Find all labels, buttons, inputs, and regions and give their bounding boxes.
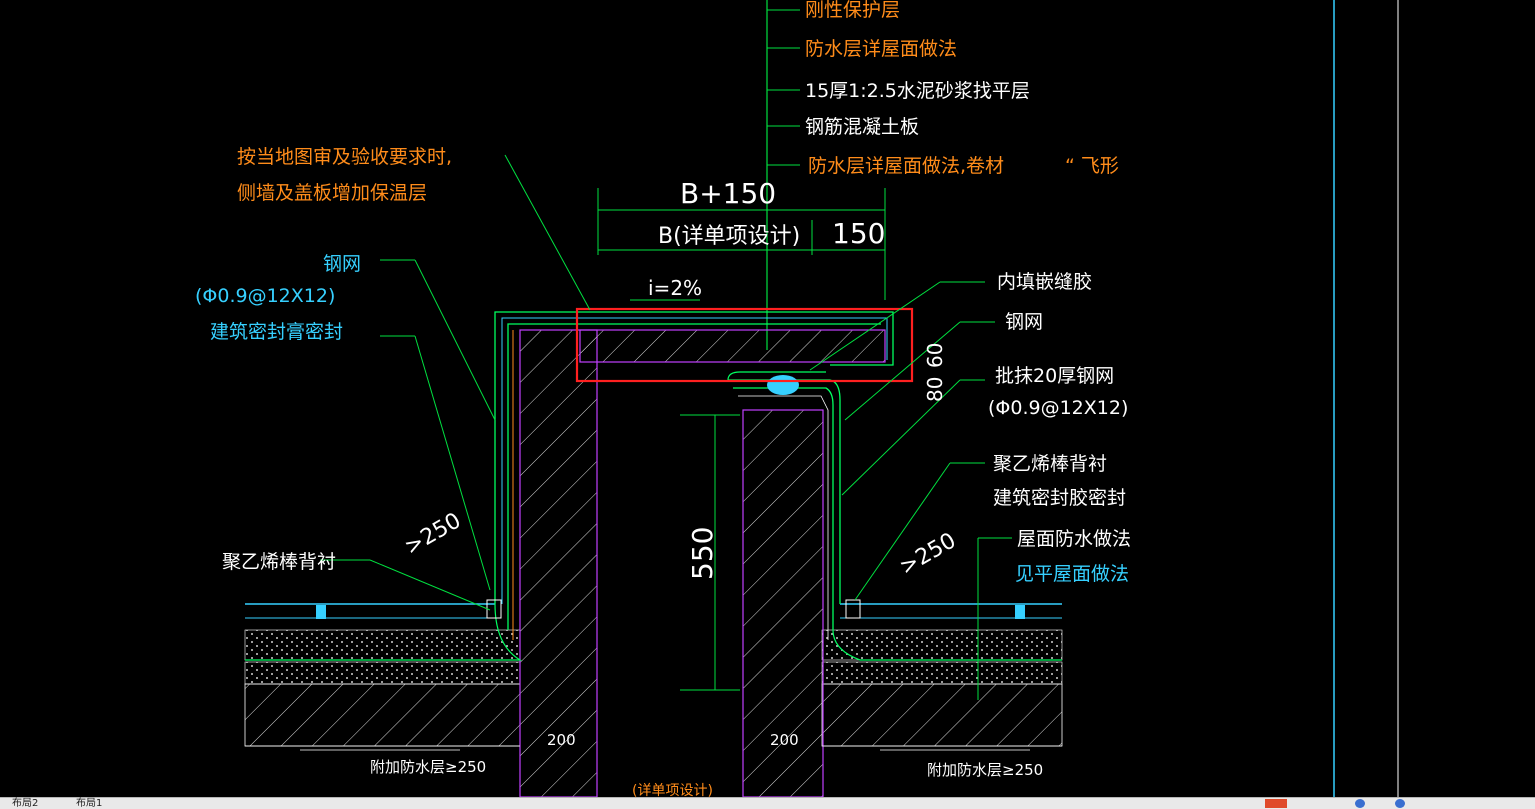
label-filler: 内填嵌缝胶	[997, 271, 1092, 293]
highlight-box	[575, 307, 914, 383]
label-waterproof-roof: 防水层详屋面做法	[805, 38, 957, 60]
status-icon[interactable]	[1355, 799, 1365, 808]
label-omega-shape: “ 飞形	[1065, 155, 1119, 177]
label-pe-rod-left: 聚乙烯棒背衬	[222, 551, 336, 573]
right-wall	[742, 409, 824, 798]
note-bottom: (详单项设计)	[632, 783, 713, 797]
label-rc-slab: 钢筋混凝土板	[805, 116, 919, 138]
label-sealant-left: 建筑密封膏密封	[210, 320, 343, 343]
backer-rod	[767, 375, 799, 395]
label-mesh-spec-left: (Φ0.9@12X12)	[195, 285, 335, 307]
label-mesh-spec-right: (Φ0.9@12X12)	[988, 397, 1128, 419]
status-tray	[1265, 799, 1525, 808]
label-steel-mesh-left: 钢网	[323, 253, 361, 275]
label-see-roof: 见平屋面做法	[1015, 563, 1129, 585]
status-icon[interactable]	[1395, 799, 1405, 808]
label-steel-mesh-right: 钢网	[1005, 311, 1043, 333]
dim-slope: i=2%	[648, 276, 702, 300]
dim-wall-right: 200	[770, 731, 799, 749]
label-insulation-2: 侧墙及盖板增加保温层	[237, 182, 427, 204]
tab-layout-2[interactable]: 布局2	[12, 798, 39, 809]
slab-concrete	[244, 683, 521, 747]
cap-slab	[579, 329, 886, 363]
label-pe-rod-right: 聚乙烯棒背衬	[993, 453, 1107, 475]
tab-layout-1[interactable]: 布局1	[76, 798, 103, 809]
dim-cap-60: 60	[923, 343, 947, 368]
label-rigid-protect: 刚性保护层	[805, 0, 900, 21]
label-insulation-1: 按当地图审及验收要求时,	[237, 146, 452, 168]
dim-right-250: >250	[896, 528, 961, 580]
label-roof-waterproof: 屋面防水做法	[1017, 528, 1131, 550]
label-mortar-layer: 15厚1:2.5水泥砂浆找平层	[805, 80, 1030, 102]
label-sealant-right: 建筑密封胶密封	[993, 487, 1126, 509]
note-extra-left: 附加防水层≥250	[370, 758, 486, 776]
app-logo-icon[interactable]	[1265, 799, 1287, 808]
slab-layer	[244, 629, 521, 661]
layout-tab-bar: 布局2 布局1	[0, 797, 1535, 809]
dim-overhang: 150	[832, 217, 885, 250]
left-wall	[519, 329, 598, 798]
dim-cap-80: 80	[923, 377, 947, 402]
label-waterproof-coil: 防水层详屋面做法,卷材	[808, 155, 1004, 177]
label-plaster-mesh: 批抹20厚钢网	[995, 365, 1114, 387]
dim-total-width: B+150	[680, 177, 776, 210]
dim-wall-left: 200	[547, 731, 576, 749]
note-extra-right: 附加防水层≥250	[927, 761, 1043, 779]
dim-gap-width: B(详单项设计)	[658, 224, 800, 249]
dim-height: 550	[686, 527, 719, 580]
dim-left-250: >250	[401, 508, 466, 560]
